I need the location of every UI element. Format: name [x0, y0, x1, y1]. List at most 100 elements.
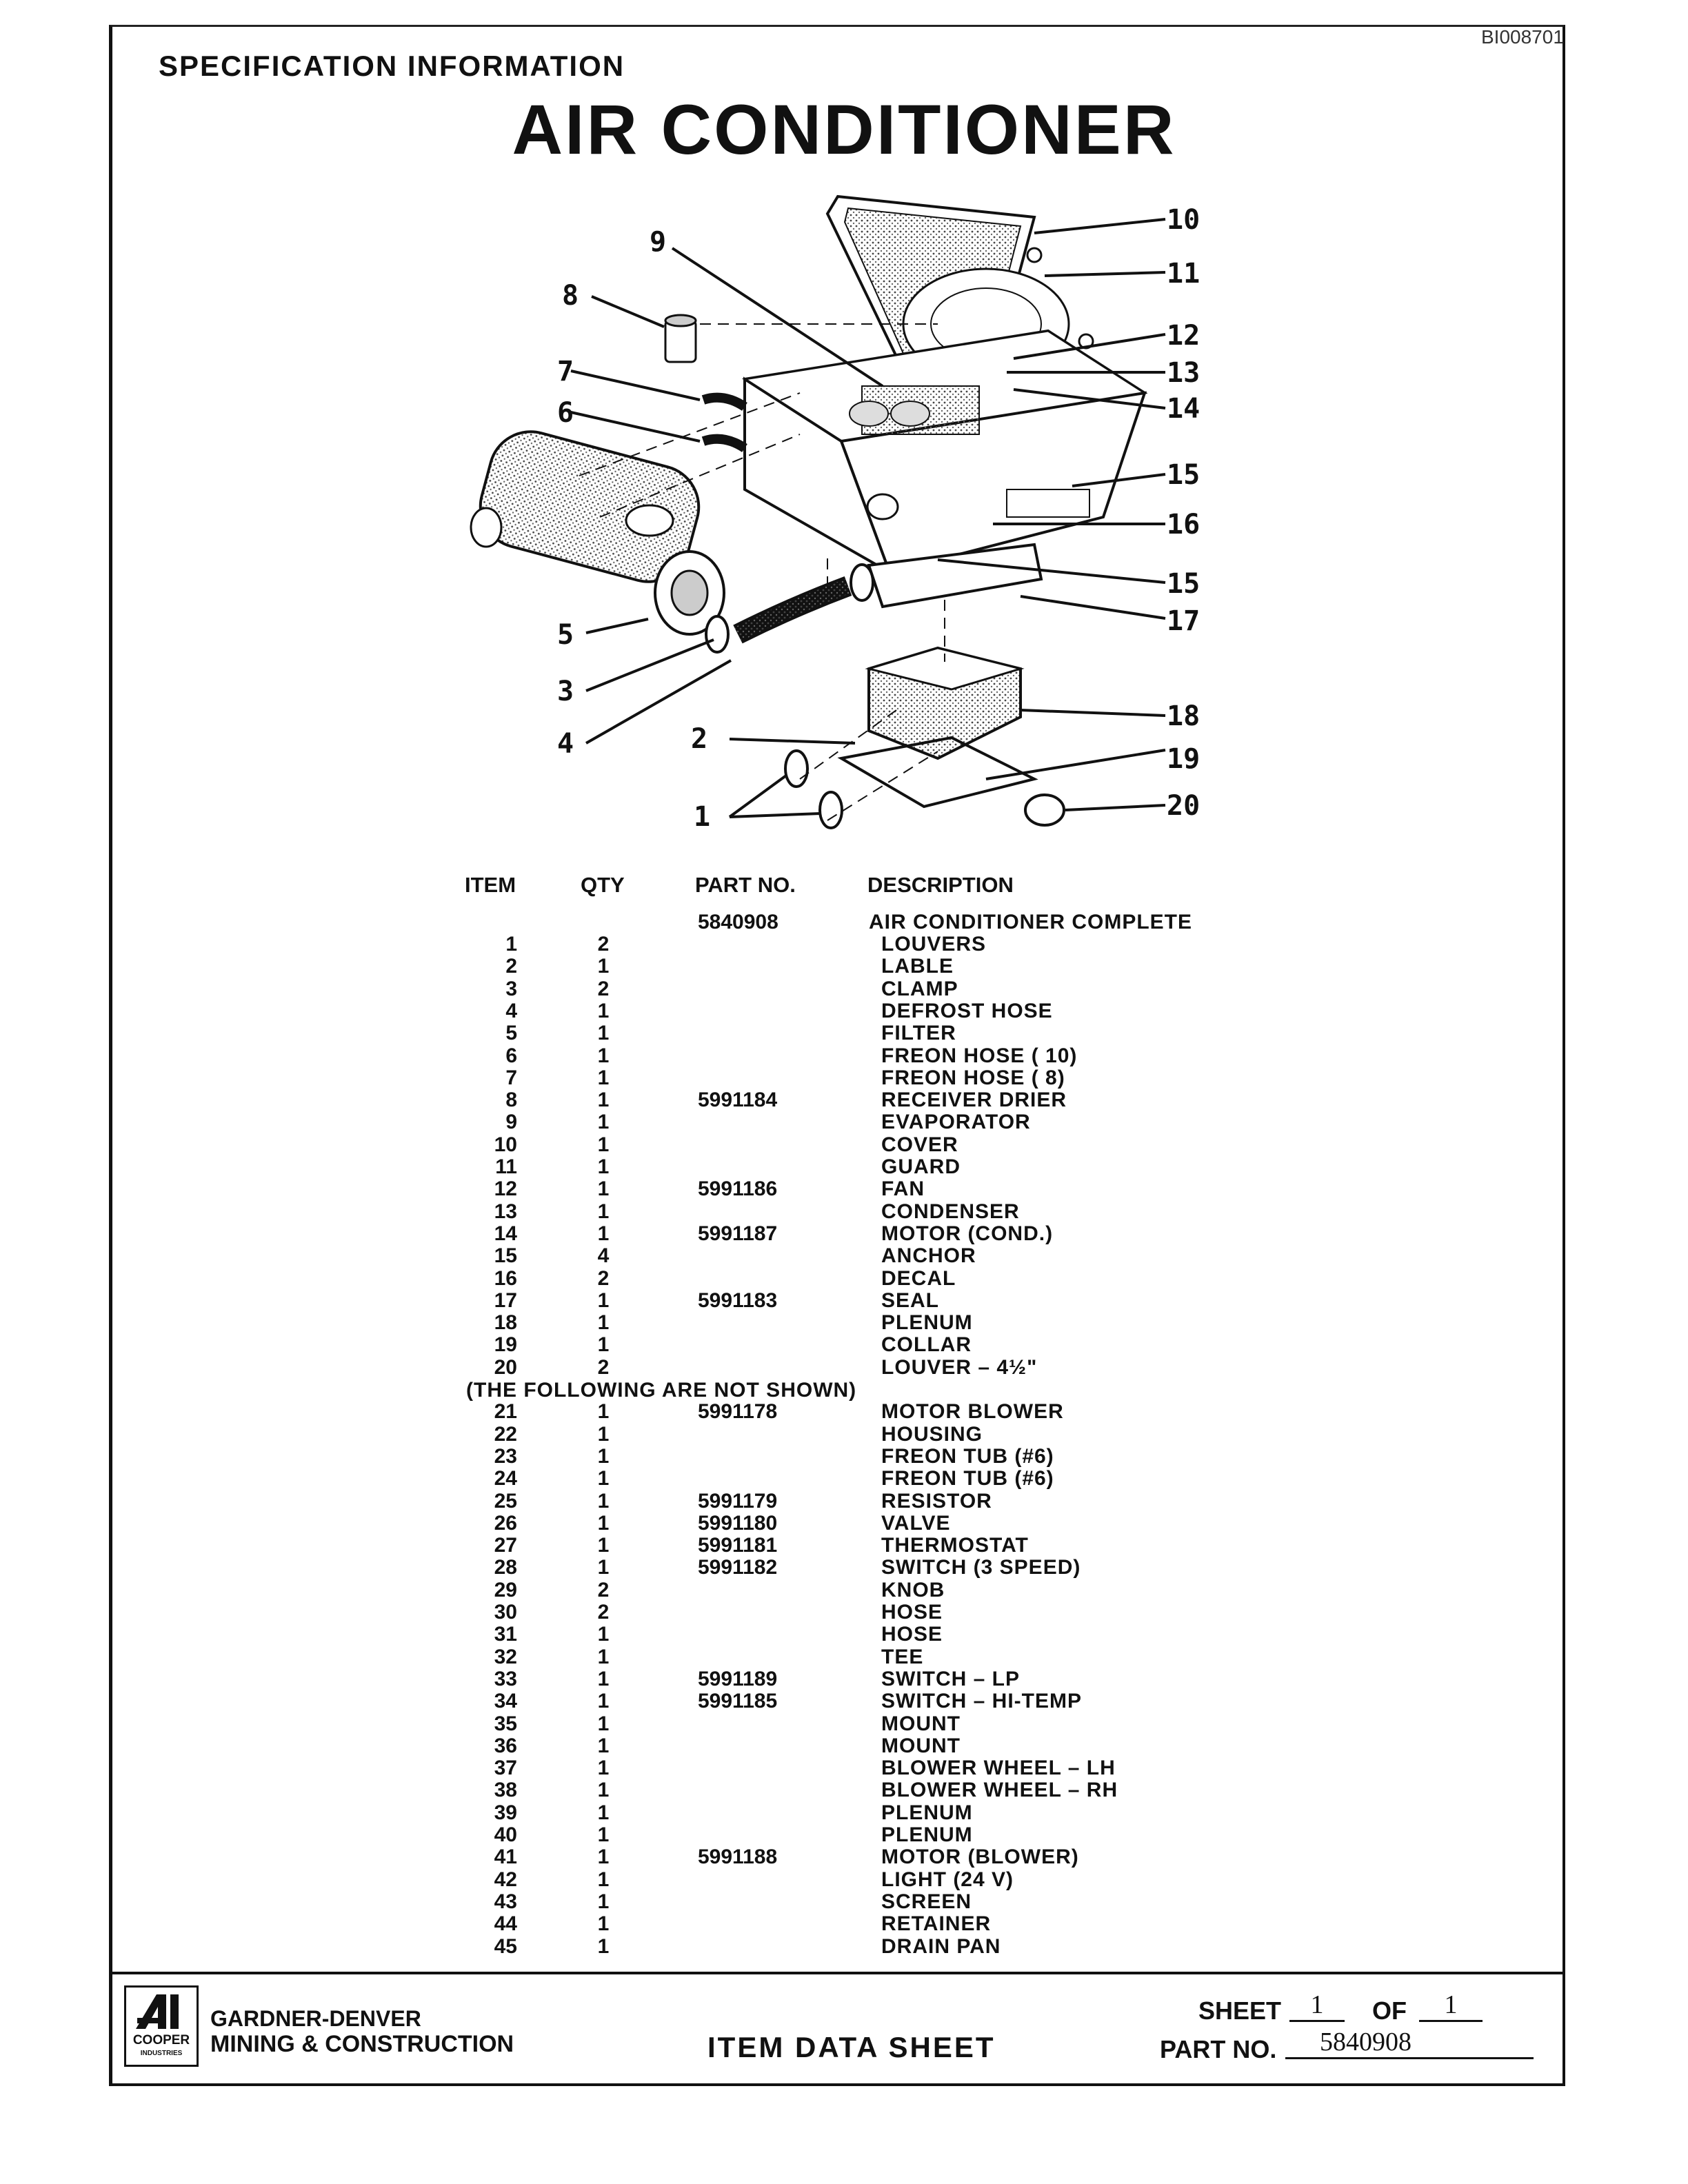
callout-label: 17 [1167, 605, 1200, 637]
quantity: 1 [597, 1200, 610, 1223]
quantity: 1 [597, 1066, 610, 1089]
part-number: 5991180 [698, 1511, 778, 1535]
quantity: 1 [597, 1400, 610, 1424]
item-number: 43 [494, 1890, 517, 1913]
description: VALVE [881, 1511, 951, 1535]
quantity: 1 [597, 1690, 610, 1713]
callout-label: 20 [1167, 790, 1200, 822]
quantity: 1 [597, 1912, 610, 1936]
item-number: 17 [494, 1288, 517, 1312]
item-number: 32 [494, 1645, 517, 1668]
description: CLAMP [881, 977, 958, 1000]
description: HOSE [881, 1601, 943, 1624]
quantity: 2 [597, 1601, 610, 1624]
quantity: 1 [597, 1890, 610, 1913]
item-number: 40 [494, 1823, 517, 1846]
callout-label: 6 [557, 397, 574, 429]
logo-text: COOPER [132, 2033, 190, 2048]
description: THERMOSTAT [881, 1534, 1029, 1557]
description: SWITCH (3 SPEED) [881, 1556, 1081, 1579]
description: LOUVER – 4½" [881, 1355, 1038, 1379]
description: LABLE [881, 955, 954, 978]
quantity: 1 [597, 1734, 610, 1757]
callout-label: 3 [557, 676, 574, 707]
item-number: 33 [494, 1667, 517, 1690]
callout-label: 2 [691, 723, 707, 755]
callout-label: 8 [562, 280, 579, 312]
item-number: 31 [494, 1623, 517, 1646]
filter-part [470, 430, 725, 636]
description: LIGHT (24 V) [881, 1868, 1014, 1891]
description: GUARD [881, 1155, 961, 1178]
item-number: 4 [505, 999, 517, 1022]
part-number: 5991186 [698, 1177, 778, 1201]
part-no-value: 5840908 [1285, 2027, 1534, 2059]
louver-part [1024, 793, 1065, 827]
description: FREON HOSE ( 10) [881, 1044, 1078, 1067]
description: FREON TUB (#6) [881, 1467, 1054, 1490]
description: HOSE [881, 1623, 943, 1646]
description: COLLAR [881, 1333, 972, 1357]
description: DECAL [881, 1266, 956, 1290]
description: RETAINER [881, 1912, 992, 1936]
item-number: 24 [494, 1467, 517, 1490]
description: CONDENSER [881, 1200, 1020, 1223]
company-division: MINING & CONSTRUCTION [210, 2031, 514, 2057]
item-number: 19 [494, 1333, 517, 1357]
part-number: 5991183 [698, 1288, 778, 1312]
item-number: 8 [505, 1089, 517, 1112]
plenum-part [865, 646, 1025, 760]
callout-label: 13 [1167, 357, 1200, 389]
description: MOTOR (COND.) [881, 1222, 1054, 1245]
part-no-label: PART NO. [1160, 2035, 1277, 2063]
quantity: 2 [597, 977, 610, 1000]
callout-label: 14 [1167, 393, 1200, 425]
item-number: 42 [494, 1868, 517, 1891]
quantity: 1 [597, 1044, 610, 1067]
item-number: 20 [494, 1355, 517, 1379]
quantity: 2 [597, 1355, 610, 1379]
callout-label: 15 [1167, 568, 1200, 600]
footer-title: ITEM DATA SHEET [707, 2031, 996, 2063]
receiver-drier-part [664, 314, 697, 363]
item-number: 45 [494, 1934, 517, 1958]
quantity: 1 [597, 1467, 610, 1490]
sheet-number: 1 [1289, 1990, 1345, 2022]
part-number: 5991189 [698, 1667, 778, 1690]
description: ANCHOR [881, 1244, 976, 1268]
callout-label: 18 [1167, 700, 1200, 732]
quantity: 2 [597, 933, 610, 956]
item-number: 22 [494, 1422, 517, 1446]
quantity: 1 [597, 1846, 610, 1869]
quantity: 4 [597, 1244, 610, 1268]
item-number: 1 [505, 933, 517, 956]
quantity: 1 [597, 1868, 610, 1891]
quantity: 1 [597, 1534, 610, 1557]
quantity: 1 [597, 1133, 610, 1156]
quantity: 1 [597, 1333, 610, 1357]
assembly-lines [579, 323, 945, 821]
item-number: 25 [494, 1489, 517, 1513]
louver-part [818, 791, 843, 829]
description: MOTOR BLOWER [881, 1400, 1064, 1424]
callout-label: 16 [1167, 509, 1200, 540]
quantity: 1 [597, 1155, 610, 1178]
description: TEE [881, 1645, 924, 1668]
item-number: 36 [494, 1734, 517, 1757]
item-number: 30 [494, 1601, 517, 1624]
description: COVER [881, 1133, 958, 1156]
description: SWITCH – LP [881, 1667, 1021, 1690]
defrost-hose-part [705, 563, 874, 654]
callout-label: 11 [1167, 258, 1200, 290]
document-border [109, 25, 1565, 2086]
description: PLENUM [881, 1801, 973, 1824]
quantity: 1 [597, 1934, 610, 1958]
main-housing-part [741, 329, 1148, 576]
item-number: 26 [494, 1511, 517, 1535]
description: PLENUM [881, 1311, 973, 1335]
description: RESISTOR [881, 1489, 992, 1513]
quantity: 1 [597, 1712, 610, 1735]
quantity: 1 [597, 1022, 610, 1045]
quantity: 1 [597, 1444, 610, 1468]
description: FREON HOSE ( 8) [881, 1066, 1065, 1089]
